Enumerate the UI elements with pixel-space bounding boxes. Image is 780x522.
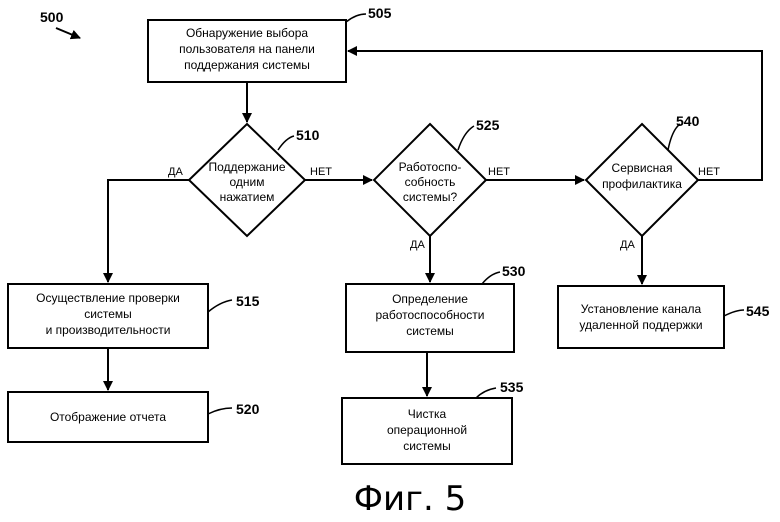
decision-540-maintenance: Сервисная профилактика <box>584 122 700 238</box>
node-530-line-3: системы <box>406 324 454 338</box>
node-535-clean-os: Чистка операционной системы <box>341 397 513 465</box>
decision-525-line-3: системы? <box>403 190 458 204</box>
decision-525-operability: Работоспо- собность системы? <box>372 122 488 238</box>
edge-525-yes-label: ДА <box>410 239 425 251</box>
decision-510-line-2: одним <box>230 175 265 189</box>
node-515-line-3: и производительности <box>46 323 171 337</box>
node-530-line-2: работоспособности <box>375 308 484 322</box>
node-515-check-system: Осуществление проверки системы и произво… <box>7 283 209 349</box>
decision-525-line-1: Работоспо- <box>399 160 462 174</box>
decision-510-line-1: Поддержание <box>208 160 285 174</box>
edge-540-505-no-loop <box>347 46 763 181</box>
decision-525-line-2: собность <box>405 175 456 189</box>
node-535-line-1: Чистка <box>408 407 447 421</box>
edge-510-yes-label: ДА <box>168 166 183 178</box>
node-545-line-1: Установление канала <box>581 302 702 316</box>
node-505-line-2: пользователя на панели <box>179 42 315 56</box>
ref-515-leader <box>207 299 233 313</box>
node-505-line-1: Обнаружение выбора <box>186 26 308 40</box>
node-520-line-1: Отображение отчета <box>50 410 166 424</box>
ref-540-leader <box>667 123 681 151</box>
ref-535: 535 <box>500 379 524 395</box>
ref-545: 545 <box>746 303 770 319</box>
edge-540-no-label: НЕТ <box>698 166 720 178</box>
ref-520-leader <box>207 407 233 415</box>
ref-535-leader <box>475 387 497 399</box>
edge-540-yes-label: ДА <box>620 239 635 251</box>
decision-540-line-1: Сервисная <box>612 161 673 175</box>
decision-510-one-click: Поддержание одним нажатием <box>187 122 307 238</box>
ref-520: 520 <box>236 401 260 417</box>
edge-510-no-label: НЕТ <box>310 166 332 178</box>
node-535-line-2: операционной <box>387 423 467 437</box>
node-505-detect-selection: Обнаружение выбора пользователя на панел… <box>147 19 347 83</box>
node-515-line-1: Осуществление проверки <box>36 291 180 305</box>
decision-540-line-2: профилактика <box>602 177 682 191</box>
decision-510-line-3: нажатием <box>220 190 275 204</box>
node-530-line-1: Определение <box>392 292 468 306</box>
ref-530-leader <box>481 271 501 285</box>
ref-525: 525 <box>476 117 500 133</box>
ref-510: 510 <box>296 127 320 143</box>
figure-ref-arrow <box>55 27 81 40</box>
node-515-line-2: системы <box>84 307 132 321</box>
node-505-line-3: поддержания системы <box>184 58 310 72</box>
figure-caption: Фиг. 5 <box>354 479 466 519</box>
edge-525-no-label: НЕТ <box>488 166 510 178</box>
ref-515: 515 <box>236 293 260 309</box>
ref-545-leader <box>723 309 745 317</box>
ref-510-leader <box>277 135 295 151</box>
ref-530: 530 <box>502 263 526 279</box>
ref-540: 540 <box>676 113 700 129</box>
ref-505: 505 <box>368 5 392 21</box>
edge-510-515-yes <box>103 179 189 283</box>
ref-505-leader <box>345 13 367 23</box>
node-520-show-report: Отображение отчета <box>7 391 209 443</box>
figure-ref-label: 500 <box>40 9 64 25</box>
node-535-line-3: системы <box>403 439 451 453</box>
node-545-line-2: удаленной поддержки <box>579 318 702 332</box>
ref-525-leader <box>457 125 475 151</box>
node-545-remote-support: Установление канала удаленной поддержки <box>557 285 725 349</box>
node-530-determine-operability: Определение работоспособности системы <box>345 283 515 353</box>
